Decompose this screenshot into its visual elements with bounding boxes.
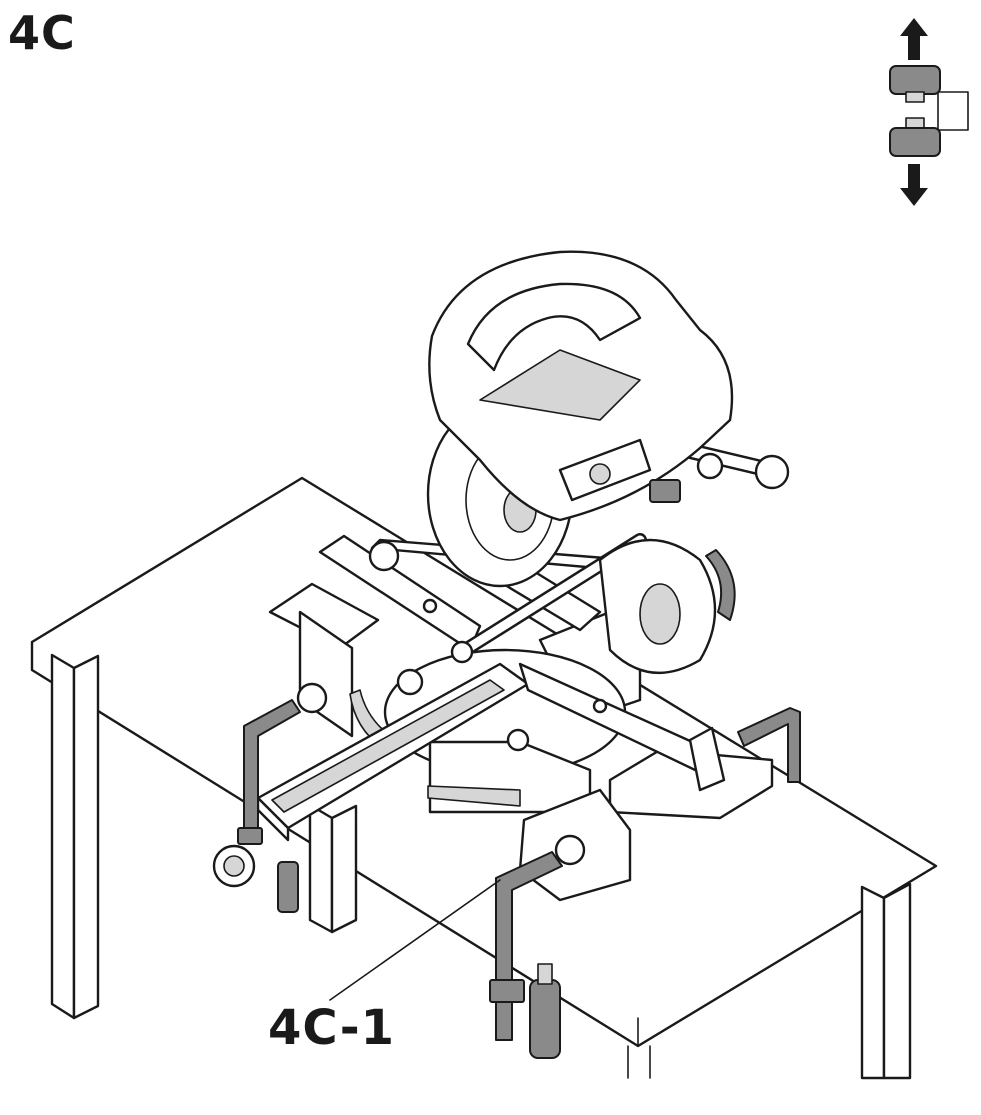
callout-leader-line xyxy=(329,879,501,1001)
callout-label: 4C-1 xyxy=(268,1000,396,1056)
bar-clamp-illustration xyxy=(237,699,801,1059)
clamp-up-down-icon xyxy=(889,18,969,206)
miter-saw-illustration xyxy=(212,250,790,913)
step-label: 4C xyxy=(8,6,76,60)
